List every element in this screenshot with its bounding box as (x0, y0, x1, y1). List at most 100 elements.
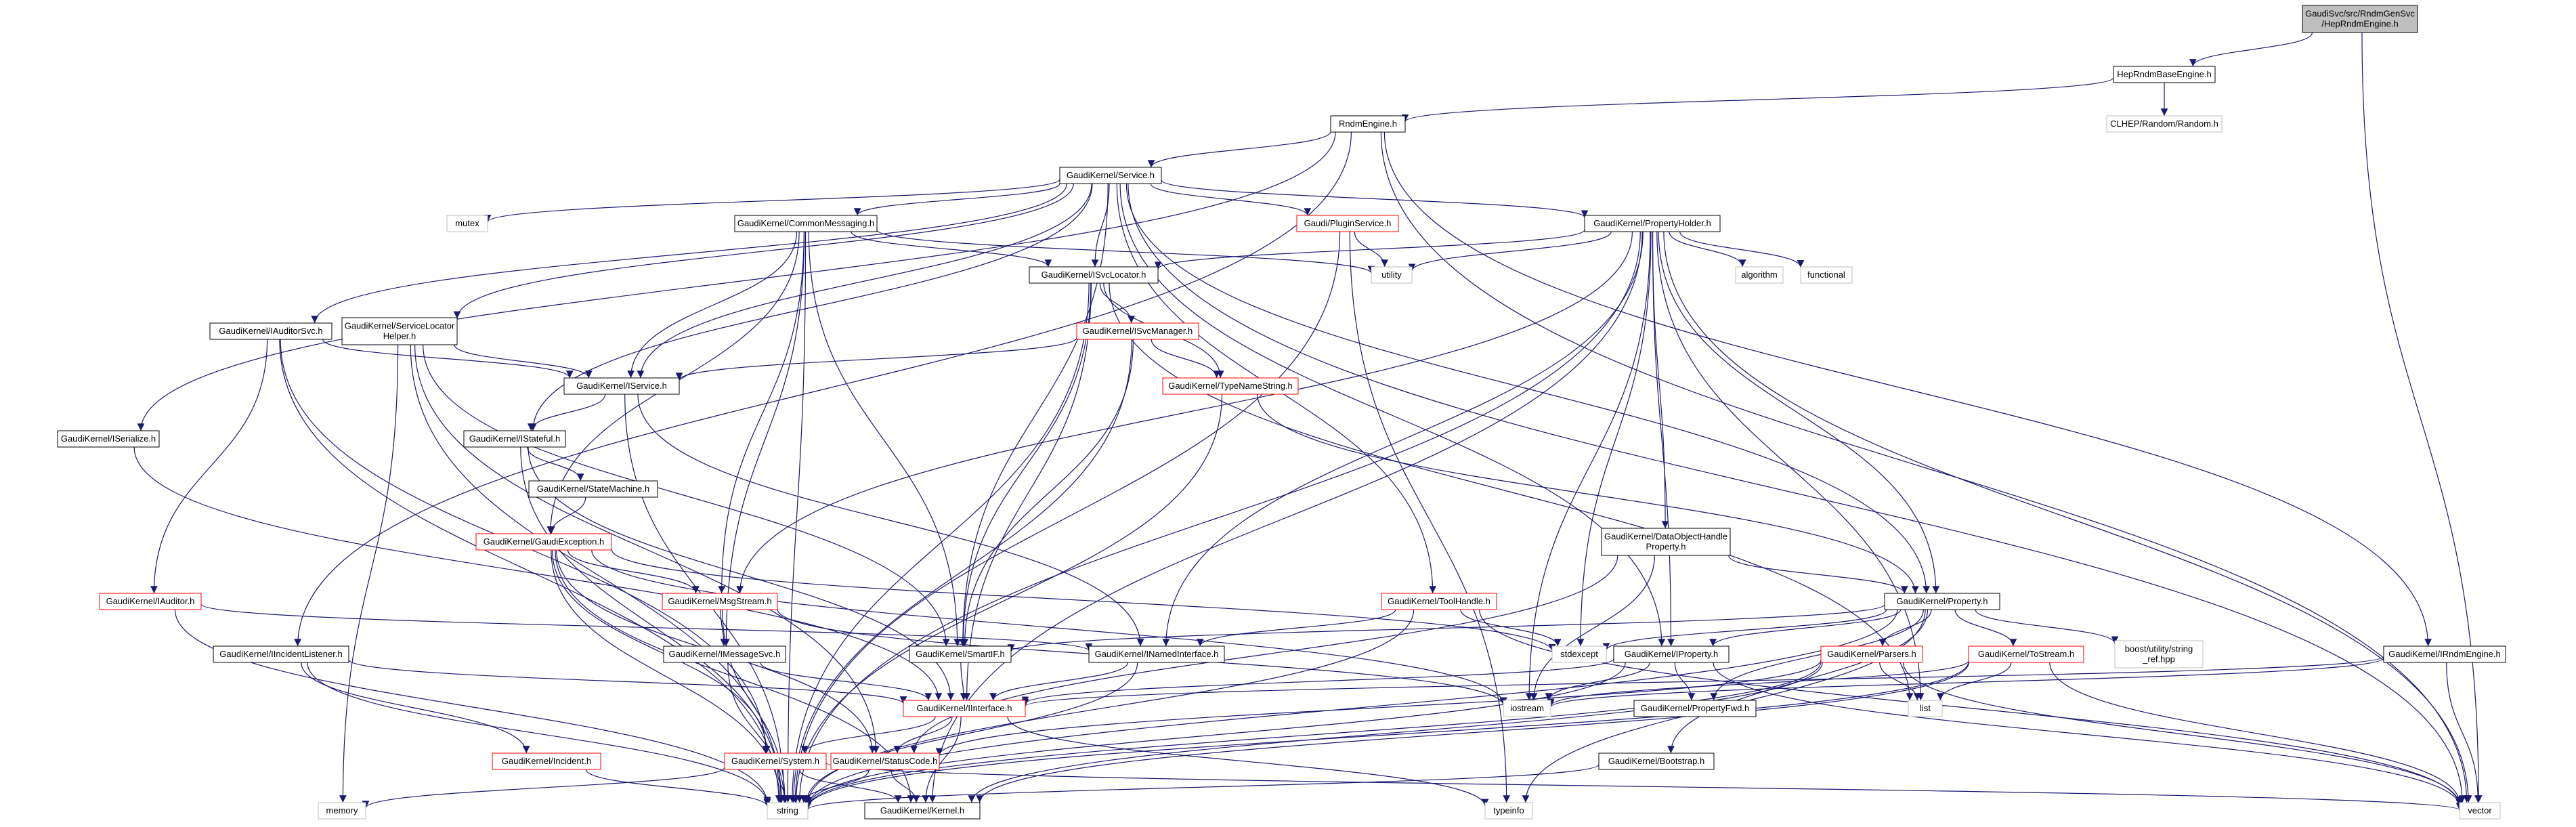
node-label-utility: utility (1381, 270, 1402, 280)
node-label-plugin: Gaudi/PluginService.h (1304, 218, 1392, 228)
edge-property-to-smartif (1008, 604, 1885, 652)
node-inamed[interactable]: GaudiKernel/INamedInterface.h (1088, 645, 1225, 663)
node-box-algorithm (1735, 266, 1784, 284)
node-label-statuscode: GaudiKernel/StatusCode.h (833, 756, 938, 766)
node-box-typeinfo (1484, 802, 1533, 820)
node-box-parsers (1820, 645, 1923, 663)
node-label-boostref: boost/utility/string (2125, 644, 2193, 654)
node-rndmengine[interactable]: RndmEngine.h (1330, 115, 1406, 133)
node-system[interactable]: GaudiKernel/System.h (724, 752, 827, 770)
node-hepbase[interactable]: HepRndmBaseEngine.h (2113, 66, 2216, 83)
node-kernel[interactable]: GaudiKernel/Kernel.h (864, 802, 981, 820)
node-parsers[interactable]: GaudiKernel/Parsers.h (1820, 645, 1923, 663)
node-iservice[interactable]: GaudiKernel/IService.h (563, 377, 680, 395)
node-box-bootstrap (1598, 752, 1715, 770)
node-label-iauditorsvc: GaudiKernel/IAuditorSvc.h (219, 326, 322, 336)
node-isvclocator[interactable]: GaudiKernel/ISvcLocator.h (1029, 266, 1159, 284)
node-commonmsg[interactable]: GaudiKernel/CommonMessaging.h (734, 215, 878, 232)
edge-iauditorsvc-to-iservice (322, 339, 574, 379)
edge-propholder-to-isvclocator (1154, 229, 1585, 270)
node-label-service: GaudiKernel/Service.h (1067, 170, 1155, 180)
edge-propholder-to-functional (1679, 231, 1805, 268)
node-toolhandle[interactable]: GaudiKernel/ToolHandle.h (1381, 593, 1497, 610)
node-clhep[interactable]: CLHEP/Random/Random.h (2106, 115, 2223, 133)
node-imessagesvc[interactable]: GaudiKernel/IMessageSvc.h (663, 645, 786, 663)
node-irndmengine[interactable]: GaudiKernel/IRndmEngine.h (2383, 645, 2506, 663)
node-typeinfo[interactable]: typeinfo (1484, 802, 1533, 820)
node-statuscode[interactable]: GaudiKernel/StatusCode.h (830, 752, 940, 770)
node-propfwd[interactable]: GaudiKernel/PropertyFwd.h (1633, 700, 1757, 717)
node-functional[interactable]: functional (1800, 266, 1853, 284)
edge-gaudiexc-to-iostream (591, 549, 1507, 705)
node-label-iinterface: GaudiKernel/IInterface.h (917, 703, 1012, 713)
node-iauditorsvc[interactable]: GaudiKernel/IAuditorSvc.h (209, 322, 332, 340)
node-plugin[interactable]: Gaudi/PluginService.h (1296, 215, 1399, 232)
node-string[interactable]: string (767, 802, 809, 820)
node-root[interactable]: GaudiSvc/src/RndmGenSvc/HepRndmEngine.h (2302, 5, 2418, 33)
node-iincident[interactable]: GaudiKernel/IIncidentListener.h (213, 645, 349, 663)
node-typename[interactable]: GaudiKernel/TypeNameString.h (1162, 377, 1299, 395)
node-mutex[interactable]: mutex (446, 215, 488, 232)
node-smartif[interactable]: GaudiKernel/SmartIF.h (909, 645, 1012, 663)
node-property[interactable]: GaudiKernel/Property.h (1884, 593, 2000, 610)
node-boostref[interactable]: boost/utility/string_ref.hpp (2114, 640, 2204, 669)
node-utility[interactable]: utility (1371, 266, 1413, 284)
node-service[interactable]: GaudiKernel/Service.h (1059, 167, 1162, 184)
node-statemachine[interactable]: GaudiKernel/StateMachine.h (528, 480, 658, 498)
node-box-iauditor (99, 593, 202, 610)
edge-iserialize-to-iinterface (133, 446, 943, 701)
node-gaudiexc[interactable]: GaudiKernel/GaudiException.h (475, 533, 612, 551)
edge-toolhandle-to-stdexcept (1460, 609, 1562, 647)
edge-statuscode-to-string (800, 769, 870, 803)
node-label-irndmengine: GaudiKernel/IRndmEngine.h (2388, 649, 2501, 659)
node-tostream[interactable]: GaudiKernel/ToStream.h (1968, 645, 2084, 663)
node-label-isvclocator: GaudiKernel/ISvcLocator.h (1042, 270, 1146, 280)
node-iserialize[interactable]: GaudiKernel/ISerialize.h (57, 430, 160, 448)
node-propholder[interactable]: GaudiKernel/PropertyHolder.h (1584, 215, 1721, 232)
node-vector[interactable]: vector (2459, 802, 2501, 820)
edge-iproperty-to-propfwd (1674, 662, 1696, 701)
node-msgstream[interactable]: GaudiKernel/MsgStream.h (662, 593, 778, 610)
node-iauditor[interactable]: GaudiKernel/IAuditor.h (99, 593, 202, 610)
node-label-dohprop: Property.h (1646, 542, 1686, 552)
node-bootstrap[interactable]: GaudiKernel/Bootstrap.h (1598, 752, 1715, 770)
edge-smartif-to-iinterface (960, 662, 968, 701)
edge-toolhandle-to-vector (1479, 609, 2464, 807)
node-label-memory: memory (326, 805, 358, 815)
edge-service-to-propholder (1161, 179, 1589, 218)
edge-service-to-iproperty (1119, 183, 1666, 647)
edge-rndmengine-to-iincident (294, 131, 1352, 647)
edge-rndmengine-to-irndmengine (1383, 131, 2432, 647)
node-label-toolhandle: GaudiKernel/ToolHandle.h (1388, 596, 1490, 606)
node-box-imessagesvc (663, 645, 786, 663)
edge-commonmsg-to-string (784, 231, 807, 803)
edge-iauditorsvc-to-iauditor (150, 339, 268, 594)
node-label-iincident: GaudiKernel/IIncidentListener.h (219, 649, 342, 659)
node-label-statemachine: GaudiKernel/StateMachine.h (537, 484, 649, 494)
node-incident[interactable]: GaudiKernel/Incident.h (492, 752, 601, 770)
edge-isvcmanager-to-iservice (675, 337, 1077, 381)
edge-isvclocator-to-smartif (959, 282, 1092, 647)
node-label-typeinfo: typeinfo (1493, 805, 1524, 815)
node-box-clhep (2106, 115, 2223, 133)
edge-iproperty-to-iinterface (1021, 658, 1614, 704)
node-stdexcept[interactable]: stdexcept (1551, 645, 1607, 663)
node-isvcmanager[interactable]: GaudiKernel/ISvcManager.h (1076, 322, 1199, 340)
node-box-toolhandle (1381, 593, 1497, 610)
node-label-smartif: GaudiKernel/SmartIF.h (916, 649, 1005, 659)
node-list[interactable]: list (1908, 700, 1943, 717)
node-iproperty[interactable]: GaudiKernel/IProperty.h (1613, 645, 1730, 663)
node-iinterface[interactable]: GaudiKernel/IInterface.h (903, 700, 1026, 717)
edge-commonmsg-to-isvclocator (851, 231, 1052, 268)
node-memory[interactable]: memory (318, 802, 366, 820)
edge-gaudiexc-to-stdexcept (611, 549, 1556, 652)
node-iostream[interactable]: iostream (1503, 700, 1551, 717)
edge-irndmengine-to-vector (2446, 662, 2482, 803)
edge-propholder-to-property (1658, 231, 1940, 594)
node-layer: GaudiSvc/src/RndmGenSvc/HepRndmEngine.hH… (57, 5, 2506, 820)
edge-iproperty-to-iostream (1545, 662, 1650, 701)
node-algorithm[interactable]: algorithm (1735, 266, 1784, 284)
node-istateful[interactable]: GaudiKernel/IStateful.h (463, 430, 566, 448)
